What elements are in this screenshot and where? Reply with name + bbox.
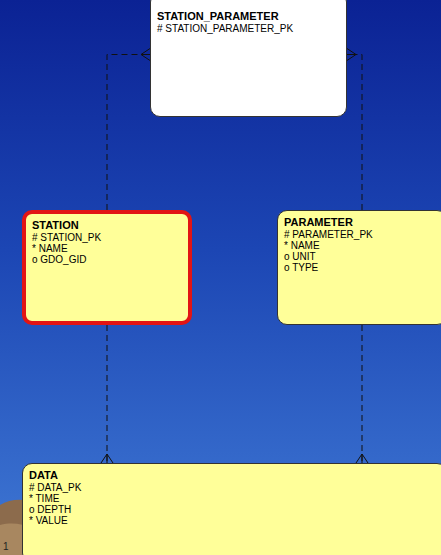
attribute-line: # DATA_PK [29,482,440,493]
attribute-line: * TIME [29,493,440,504]
crows-foot [141,49,150,55]
entity-box: DATA# DATA_PK* TIMEo DEPTH* VALUE [22,463,441,555]
entity-box: PARAMETER# PARAMETER_PK* NAMEo UNITo TYP… [277,210,441,325]
crows-foot [141,55,150,61]
relationship-line [356,325,368,463]
attribute-line: * NAME [32,243,182,254]
relationship-line [362,325,363,463]
attribute-line: # STATION_PK [32,232,182,243]
entity-name: STATION_PARAMETER [157,10,340,23]
attribute-line: o TYPE [284,262,440,273]
crows-foot [101,454,107,463]
crows-foot [347,55,356,61]
page-number: 1 [3,541,9,552]
attribute-line: * VALUE [29,515,440,526]
relationship-line [347,49,362,211]
attribute-line: o DEPTH [29,504,440,515]
entity-box: STATION# STATION_PK* NAMEo GDO_GID [22,210,192,325]
crows-foot [347,49,356,55]
relationship-line [347,55,362,211]
relationship-line [107,55,150,211]
relationship-line [101,325,113,463]
relationship-line [107,325,108,463]
entity-name: PARAMETER [284,216,440,229]
attribute-line: o GDO_GID [32,254,182,265]
crows-foot [362,454,368,463]
entity-box: STATION_PARAMETER# STATION_PARAMETER_PK [150,0,347,117]
attribute-line: # PARAMETER_PK [284,229,440,240]
relationship-line [107,49,150,211]
crows-foot [107,454,113,463]
crows-foot [356,454,362,463]
entity-name: STATION [32,219,182,232]
attribute-line: o UNIT [284,251,440,262]
entity-name: DATA [29,469,440,482]
attribute-line: * NAME [284,240,440,251]
attribute-line: # STATION_PARAMETER_PK [157,23,340,34]
